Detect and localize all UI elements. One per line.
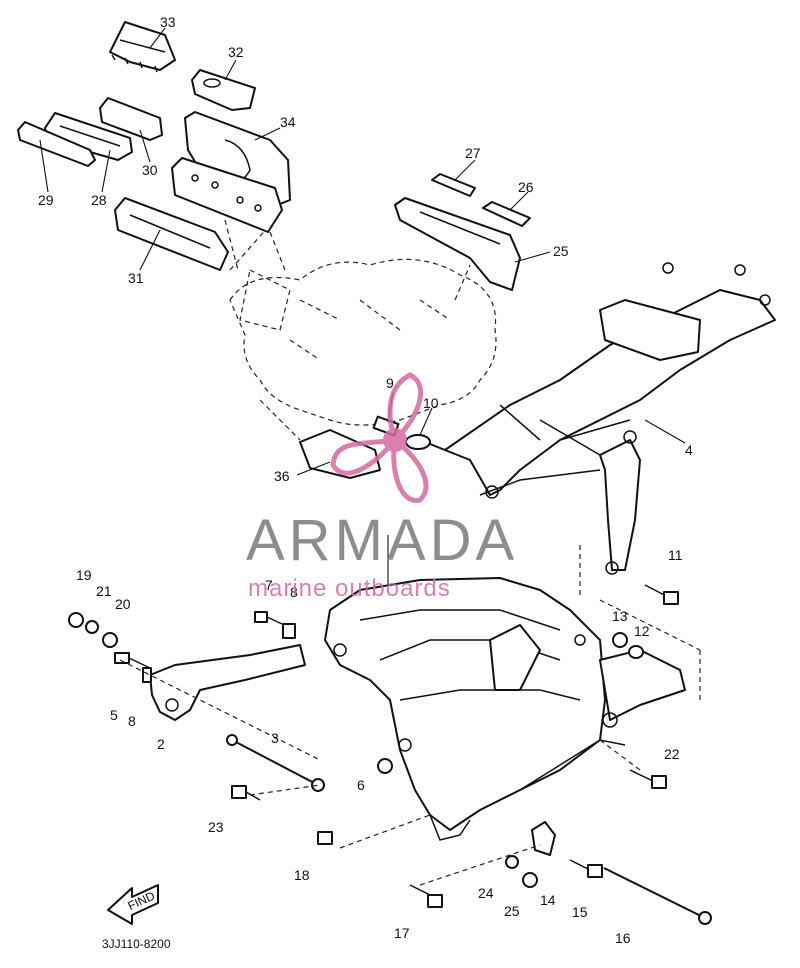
callout-6: 6 [357,777,365,793]
callout-labels: 33 32 34 30 28 29 31 27 26 25 4 9 10 36 … [38,14,693,946]
part-1-main-frame [324,535,686,841]
callout-4: 4 [685,442,693,458]
callout-24: 24 [478,885,494,901]
part-22-bolt [629,769,667,789]
part-19-nut [68,612,84,628]
callout-28: 27 [465,145,481,161]
callout-36: 36 [274,468,290,484]
callout-23: 23 [208,819,224,835]
part-12-washer [628,645,644,659]
callout-33: 32 [228,44,244,60]
part-6-nut [377,758,393,774]
part-5-bolt [114,652,151,669]
callout-14: 14 [540,892,556,908]
part-10-collar [405,434,431,450]
part-15-bolt [569,859,603,878]
callout-13: 13 [612,608,628,624]
part-31-plate [99,97,163,141]
part-26-panel [394,197,521,291]
watermark-tagline: marine outboards [248,575,451,602]
callout-9: 9 [386,375,394,391]
find-arrow: FIND [107,884,159,925]
callout-leaders [39,27,686,476]
part-30-rail [17,121,96,167]
part-34-cover [109,21,176,73]
callout-8: 8 [128,713,136,729]
part-8-collar [142,667,152,683]
part-20-washer [102,632,118,648]
callout-2: 2 [157,736,165,752]
callout-22: 22 [664,746,680,762]
part-7-bolt [254,611,283,625]
propeller-icon [330,372,429,503]
part-25-nut [522,872,538,888]
callout-12: 12 [634,623,650,639]
callout-11: 11 [668,547,683,563]
callout-21: 21 [96,583,112,599]
callout-27: 26 [518,179,534,195]
callout-15: 15 [572,904,588,920]
part-23-bolt [231,785,261,801]
callout-17: 17 [394,925,410,941]
callout-32: 31 [128,270,144,286]
callout-34: 33 [160,14,176,30]
part-27-spacer [482,201,531,227]
part-3-long-bolt [226,734,325,792]
callout-16: 16 [615,930,631,946]
part-17-bolt [409,884,443,908]
callout-35: 34 [280,114,296,130]
part-33-bracket [191,69,256,111]
diagram-code: 3JJ110-8200 [102,937,171,951]
callout-8-upper: 8 [290,584,298,600]
part-18-nut [317,831,333,845]
callout-7: 7 [265,577,273,593]
part-28-spacer [431,173,476,197]
part-13-nut [612,632,628,648]
callout-19: 19 [76,567,92,583]
callout-26: 25 [553,243,569,259]
part-24-nut [505,855,519,869]
callout-29: 28 [91,192,107,208]
callout-25: 25 [504,903,520,919]
part-21-washer [85,620,99,634]
callout-18: 18 [294,867,310,883]
part-16-long-bolt [603,867,712,925]
callout-20: 20 [115,596,131,612]
callout-30: 29 [38,192,54,208]
part-8-collar-upper [282,623,296,639]
part-2-mount-bracket [149,644,306,721]
engine-ghost-outline [229,224,497,441]
part-32-gasket [114,197,229,271]
part-11-bolt [644,584,679,605]
part-32-gasket-top [171,157,283,233]
callout-10: 10 [423,395,439,411]
alignment-lines [119,219,701,886]
part-14-bracket [531,821,556,856]
callout-5: 5 [110,707,118,723]
watermark: ARMADA marine outboards [246,372,518,602]
callout-3: 3 [271,730,279,746]
part-4-rear-frame [419,262,776,575]
callout-31: 30 [142,162,158,178]
watermark-brand: ARMADA [246,508,518,573]
